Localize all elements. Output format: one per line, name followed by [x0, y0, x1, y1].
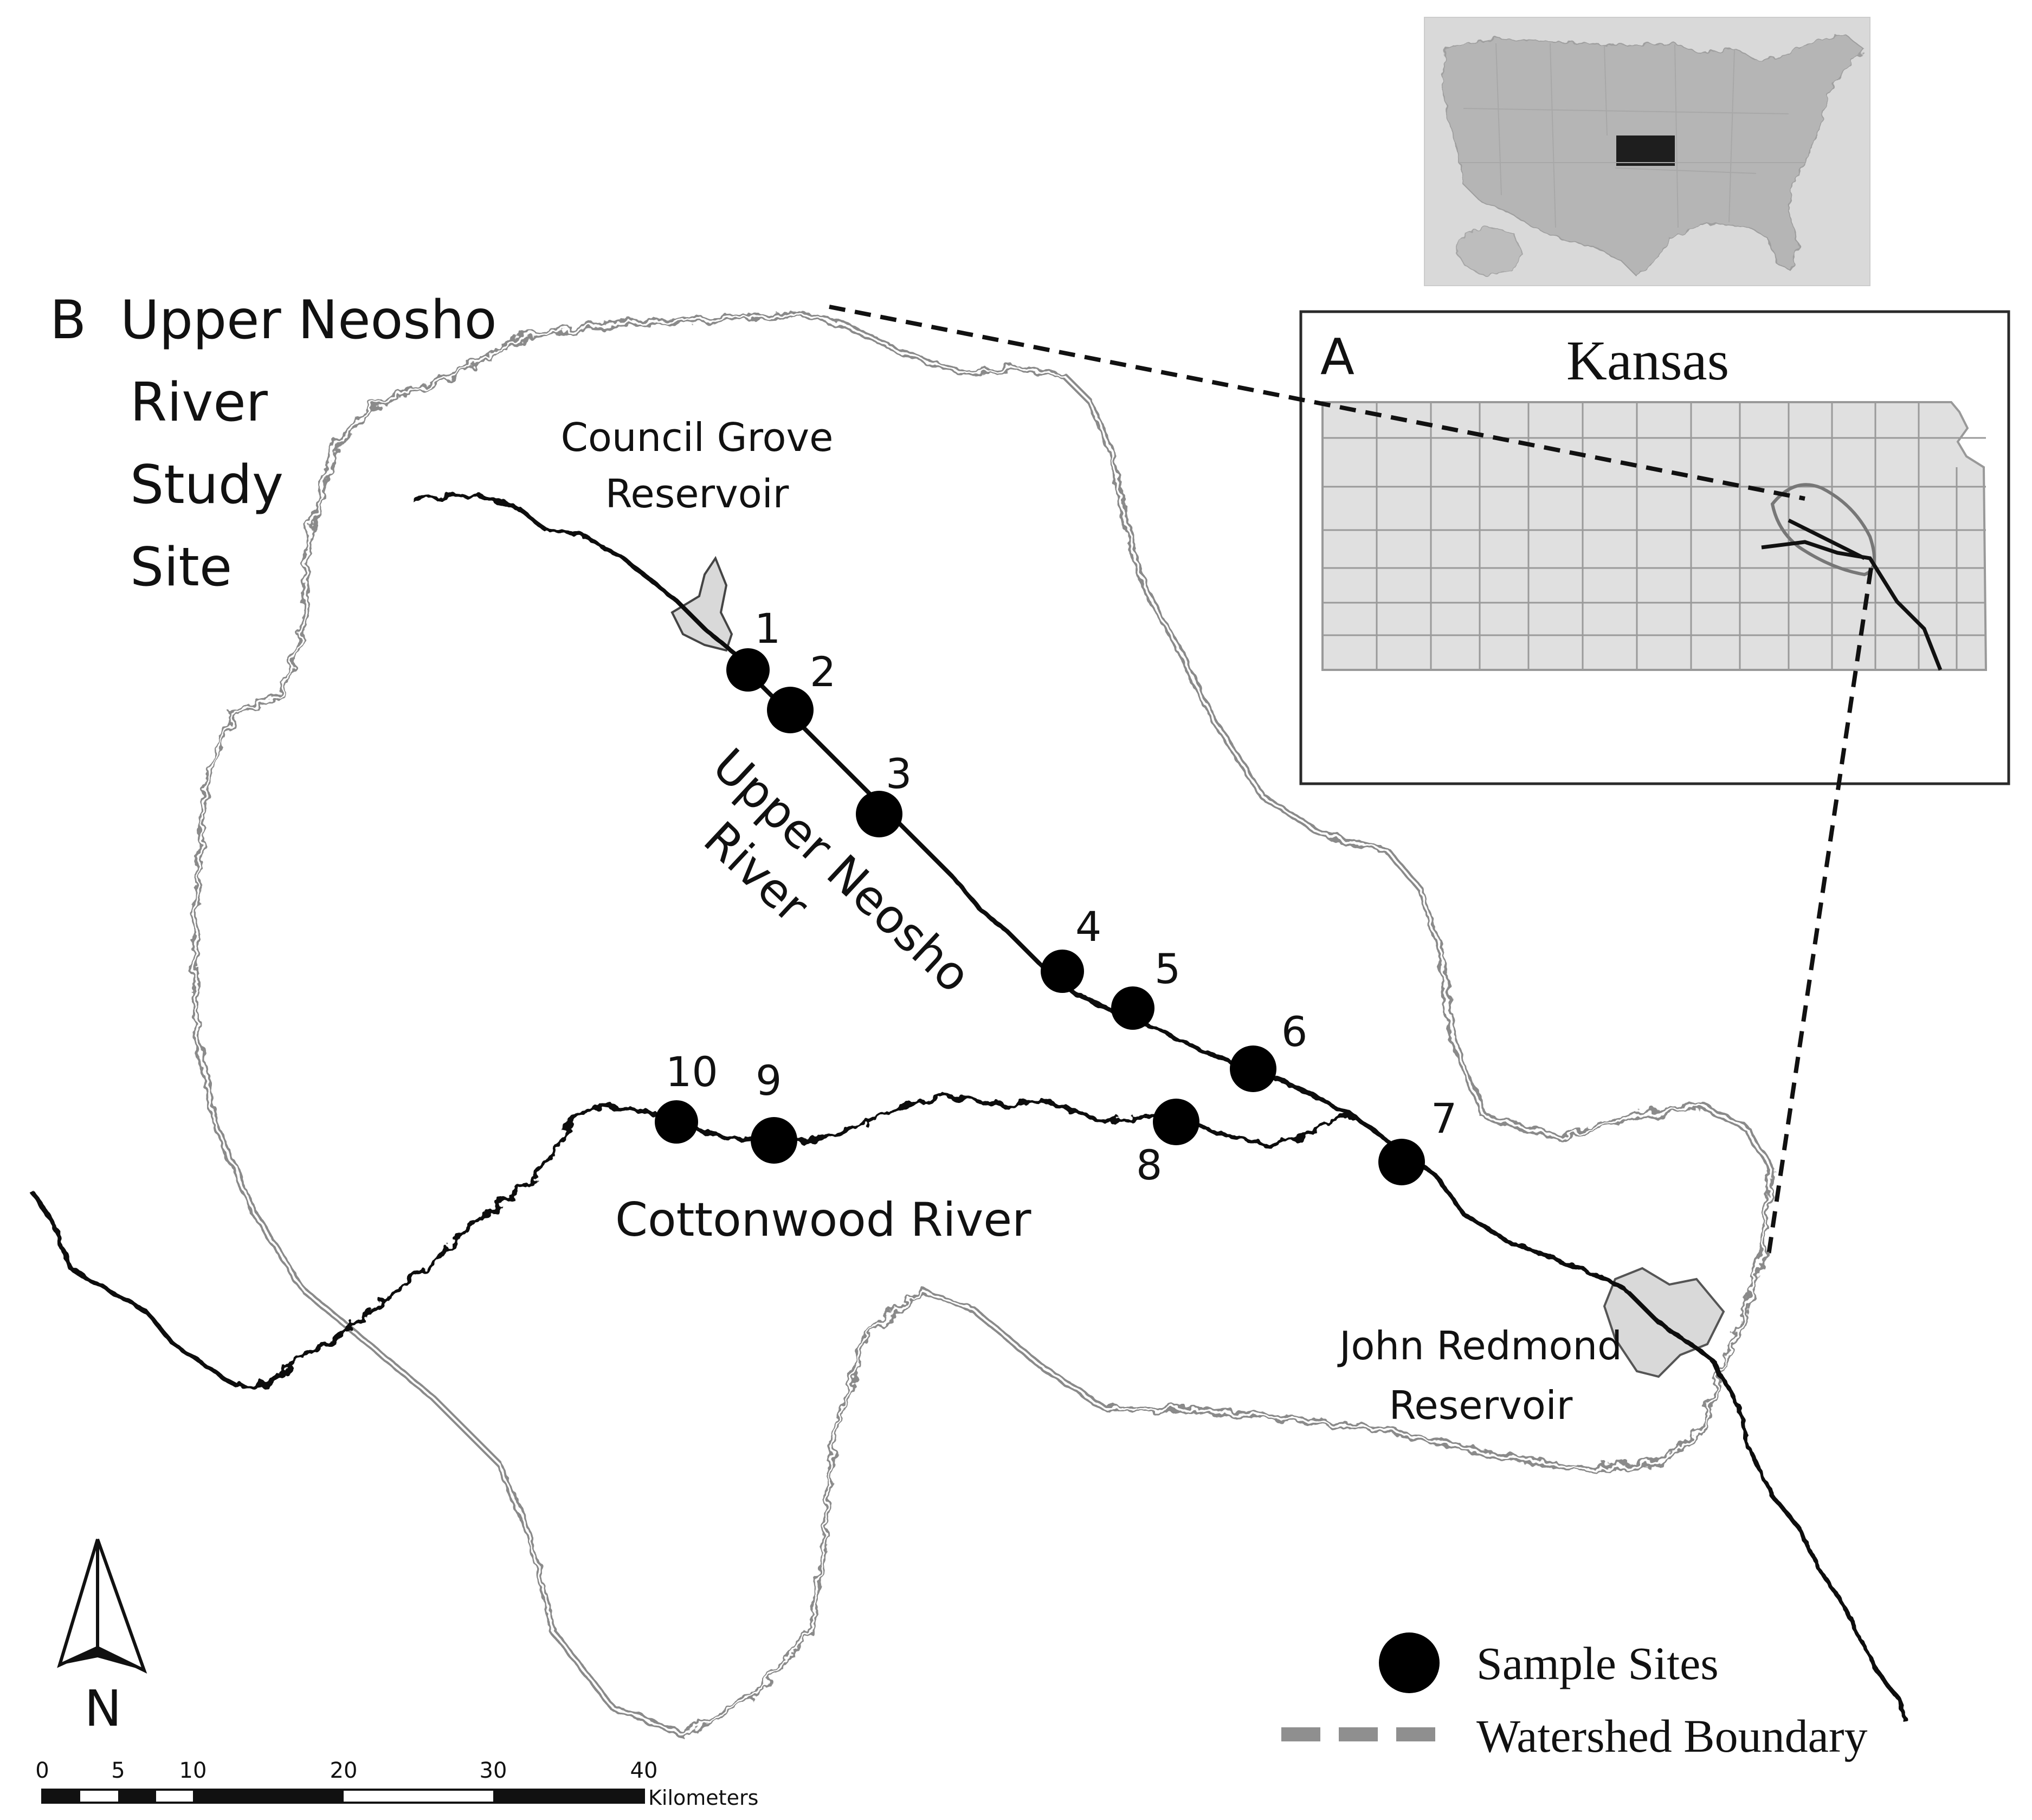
inset-rivers — [1761, 518, 1943, 671]
kansas-highlight — [1616, 135, 1675, 166]
sample-site-2 — [767, 687, 814, 733]
inset-panel-letter: A — [1320, 328, 1354, 386]
sample-site-labels: 1 2 3 4 5 6 7 8 9 10 — [666, 604, 1457, 1189]
usa-locator-inset — [1424, 17, 1870, 286]
sample-site-5 — [1111, 986, 1154, 1030]
site-label-3: 3 — [886, 750, 912, 798]
north-arrow-icon — [57, 1539, 99, 1668]
kansas-county-grid — [1323, 402, 1986, 670]
usa-state-lines — [1458, 43, 1805, 228]
title-line-3: Study — [130, 454, 283, 516]
legend: Sample Sites Watershed Boundary — [1281, 1632, 1867, 1762]
site-label-1: 1 — [754, 604, 780, 653]
kansas-inset: A Kansas — [1299, 310, 2010, 785]
north-arrow: N — [57, 1538, 147, 1738]
title-line-1: Upper Neosho — [120, 289, 497, 351]
legend-sites-label: Sample Sites — [1476, 1637, 1719, 1689]
legend-site-symbol — [1379, 1632, 1440, 1693]
sample-site-10 — [655, 1100, 698, 1144]
title-line-4: Site — [130, 537, 232, 598]
sample-site-3 — [856, 791, 902, 837]
inset-watershed — [1770, 483, 1876, 577]
site-label-7: 7 — [1431, 1094, 1457, 1143]
sample-site-1 — [726, 648, 770, 692]
watershed-boundary — [192, 311, 1776, 1738]
cottonwood-river-label: Cottonwood River — [615, 1193, 1031, 1247]
sample-site-7 — [1378, 1139, 1425, 1185]
scale-tick-20: 20 — [330, 1758, 358, 1783]
council-grove-reservoir — [670, 556, 733, 652]
john-redmond-label-1: John Redmond — [1337, 1323, 1622, 1369]
sample-site-4 — [1041, 950, 1084, 993]
john-redmond-reservoir — [1603, 1267, 1725, 1378]
scale-tick-5: 5 — [111, 1758, 125, 1783]
scale-tick-40: 40 — [630, 1758, 658, 1783]
site-label-5: 5 — [1154, 945, 1181, 993]
sample-site-9 — [751, 1117, 797, 1164]
inset-connector-lines — [829, 305, 1873, 1259]
title-line-2: River — [130, 372, 268, 434]
sample-site-6 — [1230, 1045, 1276, 1092]
scale-unit: Kilometers — [648, 1786, 758, 1810]
scale-tick-0: 0 — [35, 1758, 49, 1783]
site-label-4: 4 — [1075, 902, 1101, 951]
north-arrow-label: N — [85, 1680, 122, 1738]
scale-tick-10: 10 — [179, 1758, 207, 1783]
sample-sites — [655, 648, 1425, 1185]
site-label-10: 10 — [666, 1048, 718, 1096]
council-grove-label-1: Council Grove — [561, 415, 834, 460]
scale-tick-30: 30 — [480, 1758, 507, 1783]
john-redmond-label-2: Reservoir — [1389, 1383, 1573, 1428]
north-arrow-dark-half — [96, 1538, 147, 1674]
upper-neosho-river-line — [411, 492, 1910, 1725]
upper-neosho-river-label: Upper Neosho River — [693, 738, 980, 1003]
site-label-6: 6 — [1281, 1008, 1307, 1056]
panel-letter: B — [50, 289, 86, 351]
site-label-8: 8 — [1136, 1141, 1162, 1189]
council-grove-label-2: Reservoir — [605, 471, 789, 517]
kansas-outline — [1321, 401, 1988, 671]
sample-site-8 — [1153, 1099, 1199, 1145]
legend-boundary-label: Watershed Boundary — [1476, 1710, 1867, 1762]
site-label-2: 2 — [810, 648, 836, 696]
scale-bar: 0 5 10 20 30 40 Kilometers — [35, 1758, 758, 1810]
site-label-9: 9 — [756, 1056, 782, 1105]
alaska-shape — [1456, 225, 1524, 276]
inset-state-title: Kansas — [1566, 330, 1729, 392]
main-title: B Upper Neosho River Study Site — [50, 289, 497, 598]
